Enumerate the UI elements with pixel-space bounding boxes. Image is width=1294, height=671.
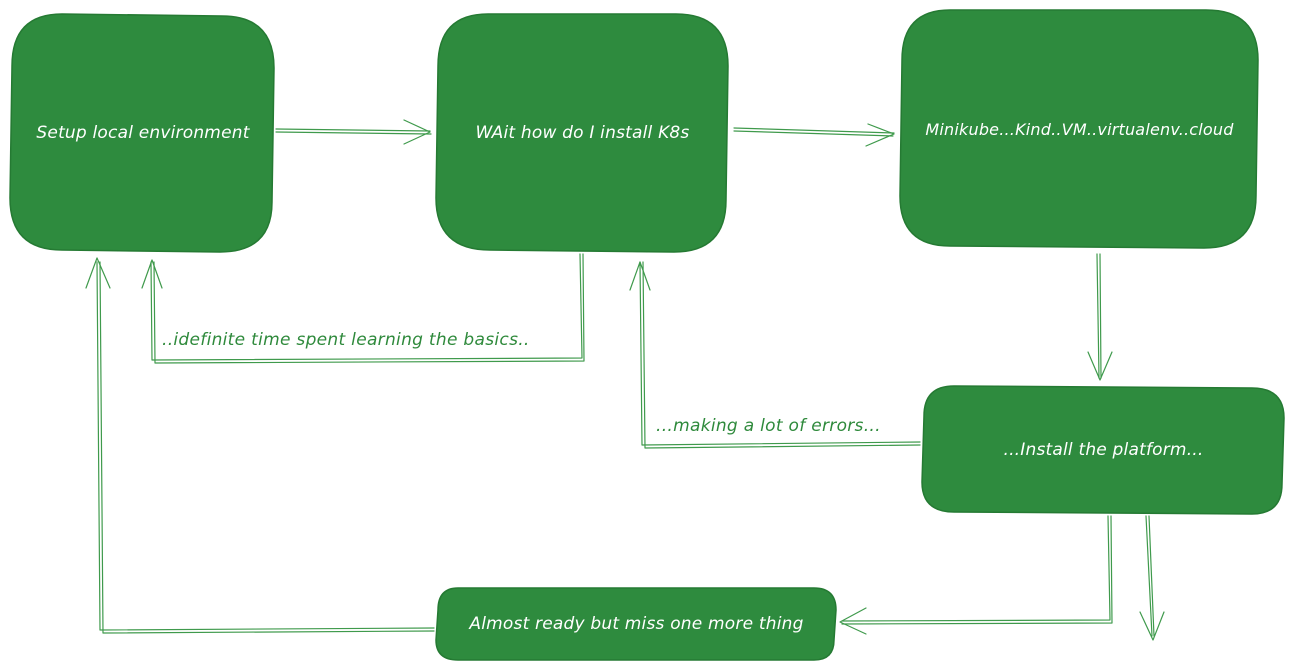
node-install-k8s-label: WAit how do I install K8s (475, 123, 690, 143)
node-almost-ready-box[interactable] (435, 587, 837, 661)
edge-learning-label: ..idefinite time spent learning the basi… (162, 330, 530, 350)
arrow-install-platform-to-almost-ready-head (839, 607, 867, 635)
arrow-install-k8s-to-options (733, 127, 895, 137)
node-setup-box[interactable] (9, 13, 275, 253)
edge-errors-label: ...making a lot of errors... (656, 416, 881, 436)
arrow-install-platform-down-head (1139, 611, 1165, 641)
arrow-setup-to-install-k8s-head (403, 119, 431, 145)
arrow-options-to-install-platform-head (1087, 351, 1113, 381)
arrow-install-k8s-to-options-head (865, 123, 895, 147)
node-options-label: Minikube...Kind..VM..virtualenv..cloud (925, 119, 1234, 139)
node-setup-label: Setup local environment (36, 123, 250, 143)
arrow-learning-loop-head (141, 259, 163, 289)
node-almost-ready-label: Almost ready but miss one more thing (469, 614, 804, 634)
arrow-install-platform-to-almost-ready (841, 515, 1113, 625)
node-install-k8s-box[interactable] (435, 13, 729, 253)
arrow-setup-to-install-k8s (275, 128, 432, 135)
arrow-options-to-install-platform (1096, 253, 1102, 379)
connectors (85, 119, 1165, 641)
arrow-install-platform-down (1145, 515, 1155, 637)
arrow-almost-ready-to-setup (96, 261, 435, 634)
arrow-errors-loop-head (629, 261, 651, 291)
arrow-learning-loop (150, 253, 585, 364)
arrow-almost-ready-to-setup-head (85, 257, 111, 289)
arrow-errors-loop (639, 261, 921, 449)
node-install-platform-label: ...Install the platform... (1003, 440, 1204, 460)
node-install-platform-box[interactable] (921, 385, 1285, 515)
node-options-box[interactable] (899, 9, 1259, 249)
